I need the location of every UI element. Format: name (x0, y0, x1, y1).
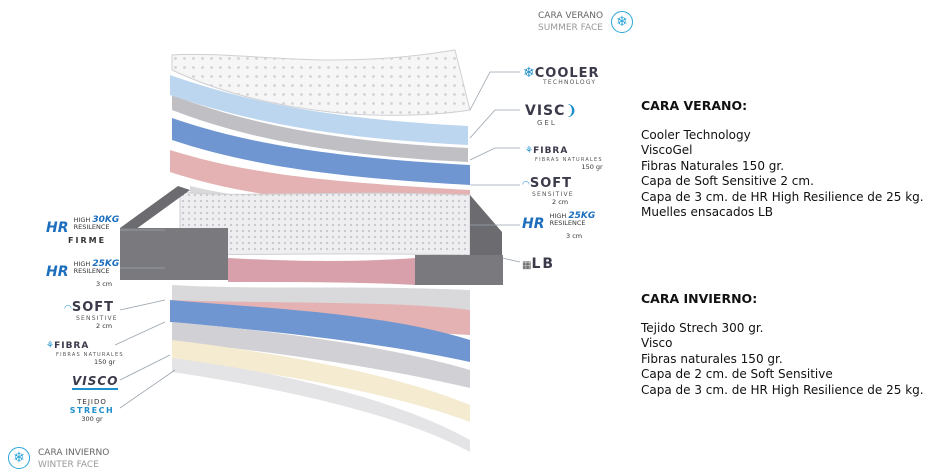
list-item: Fibras Naturales 150 gr. (641, 158, 785, 173)
winter-features-list: Tejido Strech 300 gr. Visco Fibras natur… (641, 321, 931, 399)
winter-panel-title: CARA INVIERNO: (641, 291, 758, 306)
list-item: Capa de 3 cm. de HR High Resilience de 2… (641, 382, 924, 397)
list-item: Capa de Soft Sensitive 2 cm. (641, 174, 814, 188)
spring-grid-icon: ▦ (522, 260, 532, 271)
list-item: Visco (641, 336, 673, 350)
core-inner-pink (228, 258, 415, 285)
summer-face-line1: CARA VERANO (538, 11, 604, 21)
summer-face-line2: SUMMER FACE (538, 23, 603, 33)
winter-face-label: CARA INVIERNO WINTER FACE (38, 447, 109, 471)
snowflake-icon: ❄ (523, 65, 535, 81)
logo-soft-left: ◠SOFT SENSITIVE 2 cm (64, 300, 118, 330)
winter-face-line1: CARA INVIERNO (38, 448, 110, 458)
list-item: ViscoGel (641, 143, 693, 157)
layer-fibra-summer (172, 118, 470, 185)
logo-tejido-strech: TEJIDO STRECH 300 gr (69, 398, 115, 423)
logo-soft-right: ◠SOFT SENSITIVE 2 cm (522, 176, 574, 206)
wave-icon: ◠ (64, 304, 72, 314)
layer-grey-winter (172, 322, 470, 388)
summer-panel-title: CARA VERANO: (641, 98, 748, 113)
layer-grey-thin (172, 95, 468, 162)
winter-description-panel: CARA INVIERNO: Tejido Strech 300 gr. Vis… (641, 291, 931, 398)
snowflake-icon: ❄ (8, 447, 30, 469)
layer-tejido-winter (172, 358, 470, 452)
frame-left (120, 186, 190, 232)
list-item: Muelles ensacados LB (641, 205, 773, 219)
layer-visco-winter (172, 340, 470, 422)
summer-features-list: Cooler Technology ViscoGel Fibras Natura… (641, 128, 931, 221)
logo-cooler: ❄COOLER TECHNOLOGY (523, 65, 600, 86)
list-item: Fibras naturales 150 gr. (641, 351, 783, 366)
wave-icon: ◠ (522, 180, 530, 190)
summer-description-panel: CARA VERANO: Cooler Technology ViscoGel … (641, 98, 931, 221)
leaf-icon: ⚘ (46, 341, 55, 351)
frame-left-block (120, 228, 228, 280)
list-item: Tejido Strech 300 gr. (641, 320, 764, 335)
logo-fibra-left: ⚘FIBRA FIBRAS NATURALES 150 gr (46, 341, 124, 366)
logo-fibra-right: ⚘FIBRA FIBRAS NATURALES 150 gr (525, 146, 603, 171)
summer-face-label: CARA VERANO SUMMER FACE (538, 10, 603, 34)
list-item: Cooler Technology (641, 127, 751, 142)
layer-fibra-winter (170, 300, 470, 362)
list-item: Capa de 3 cm. de HR High Resilience de 2… (641, 189, 924, 204)
logo-visco-gel: VISC❩ GEL (525, 103, 578, 127)
snowflake-icon: ❄ (611, 11, 633, 33)
leaf-icon: ⚘ (525, 146, 534, 156)
layer-visco-gel (170, 75, 468, 145)
list-item: Capa de 2 cm. de Soft Sensitive (641, 367, 833, 381)
logo-visco-left: VISCO (72, 374, 119, 390)
frame-right-block (415, 255, 503, 285)
logo-lb: ▦LB (522, 256, 556, 272)
drop-icon: ❩ (565, 103, 578, 119)
winter-face-line2: WINTER FACE (38, 460, 99, 470)
